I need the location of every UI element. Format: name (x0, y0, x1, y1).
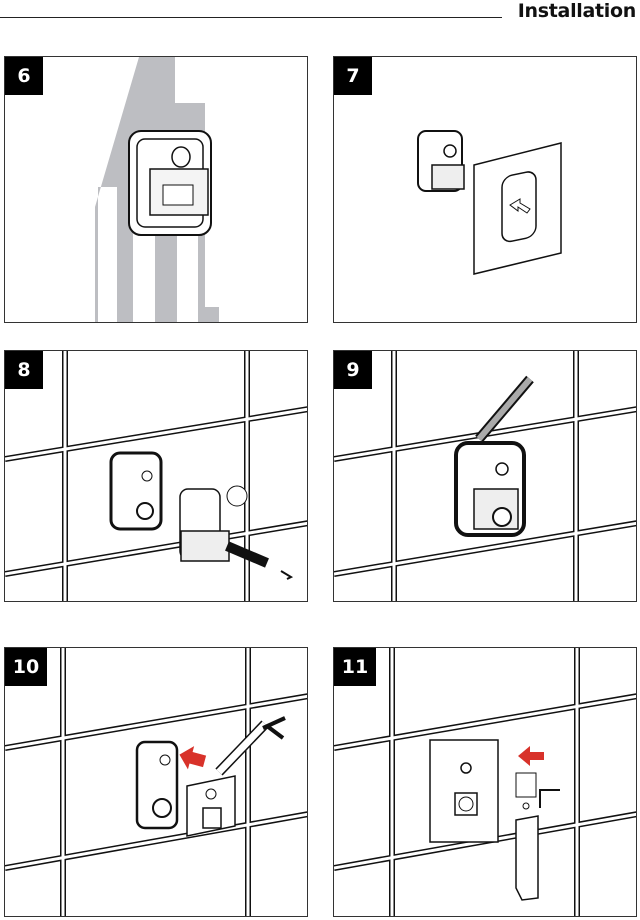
tiled-wall-cartridge-illustration (5, 351, 307, 601)
step-8-panel: 8 (4, 350, 308, 602)
step-6-panel: 6 (4, 56, 308, 323)
step-number-badge: 8 (5, 351, 43, 389)
silicone-cover-plate-illustration (5, 648, 307, 916)
step-number-badge: 10 (5, 648, 47, 686)
step-9-panel: 9 (333, 350, 637, 602)
cover-plate-illustration (417, 130, 562, 275)
wall-valve-illustration (95, 57, 219, 322)
step-number-badge: 7 (334, 57, 372, 95)
step-number-badge: 11 (334, 648, 376, 686)
handle-assembly-illustration (334, 648, 636, 916)
step-number-badge: 9 (334, 351, 372, 389)
step-7-panel: 7 (333, 56, 637, 323)
page-title: Installation (517, 0, 637, 22)
sealing-illustration (334, 351, 636, 601)
step-11-panel: 11 (333, 647, 637, 917)
step-number-badge: 6 (5, 57, 43, 95)
step-10-panel: 10 (4, 647, 308, 917)
header-rule (0, 17, 502, 18)
